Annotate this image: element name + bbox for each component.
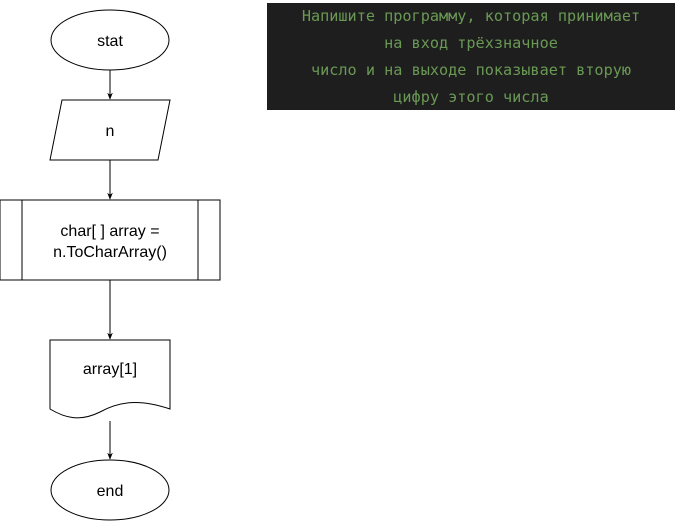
task-line: цифру этого числа [393,88,549,106]
task-line: число и на выходе показывает вторую [310,61,632,79]
start-node[interactable]: stat [50,9,170,71]
end-ellipse [50,459,170,521]
start-label: stat [97,33,123,50]
task-line: на вход трёхзначное [384,34,558,52]
task-line: Напишите программу, которая принимает [301,7,641,25]
process-box [0,199,221,281]
process-node[interactable]: char[ ] array = n.ToCharArray() [0,199,221,281]
output-label: array[1] [83,361,137,378]
input-parallelogram [49,99,171,161]
output-document-shape [49,339,171,419]
end-node[interactable]: end [50,459,170,521]
task-description-block: Напишите программу, которая принимает на… [267,3,675,110]
process-label-line-1: char[ ] array = [60,223,159,240]
output-node[interactable]: array[1] [49,339,171,419]
input-node[interactable]: n [49,99,171,161]
input-label: n [106,123,115,140]
start-ellipse [50,9,170,71]
end-label: end [97,483,124,500]
process-label-line-2: n.ToCharArray() [53,244,167,261]
